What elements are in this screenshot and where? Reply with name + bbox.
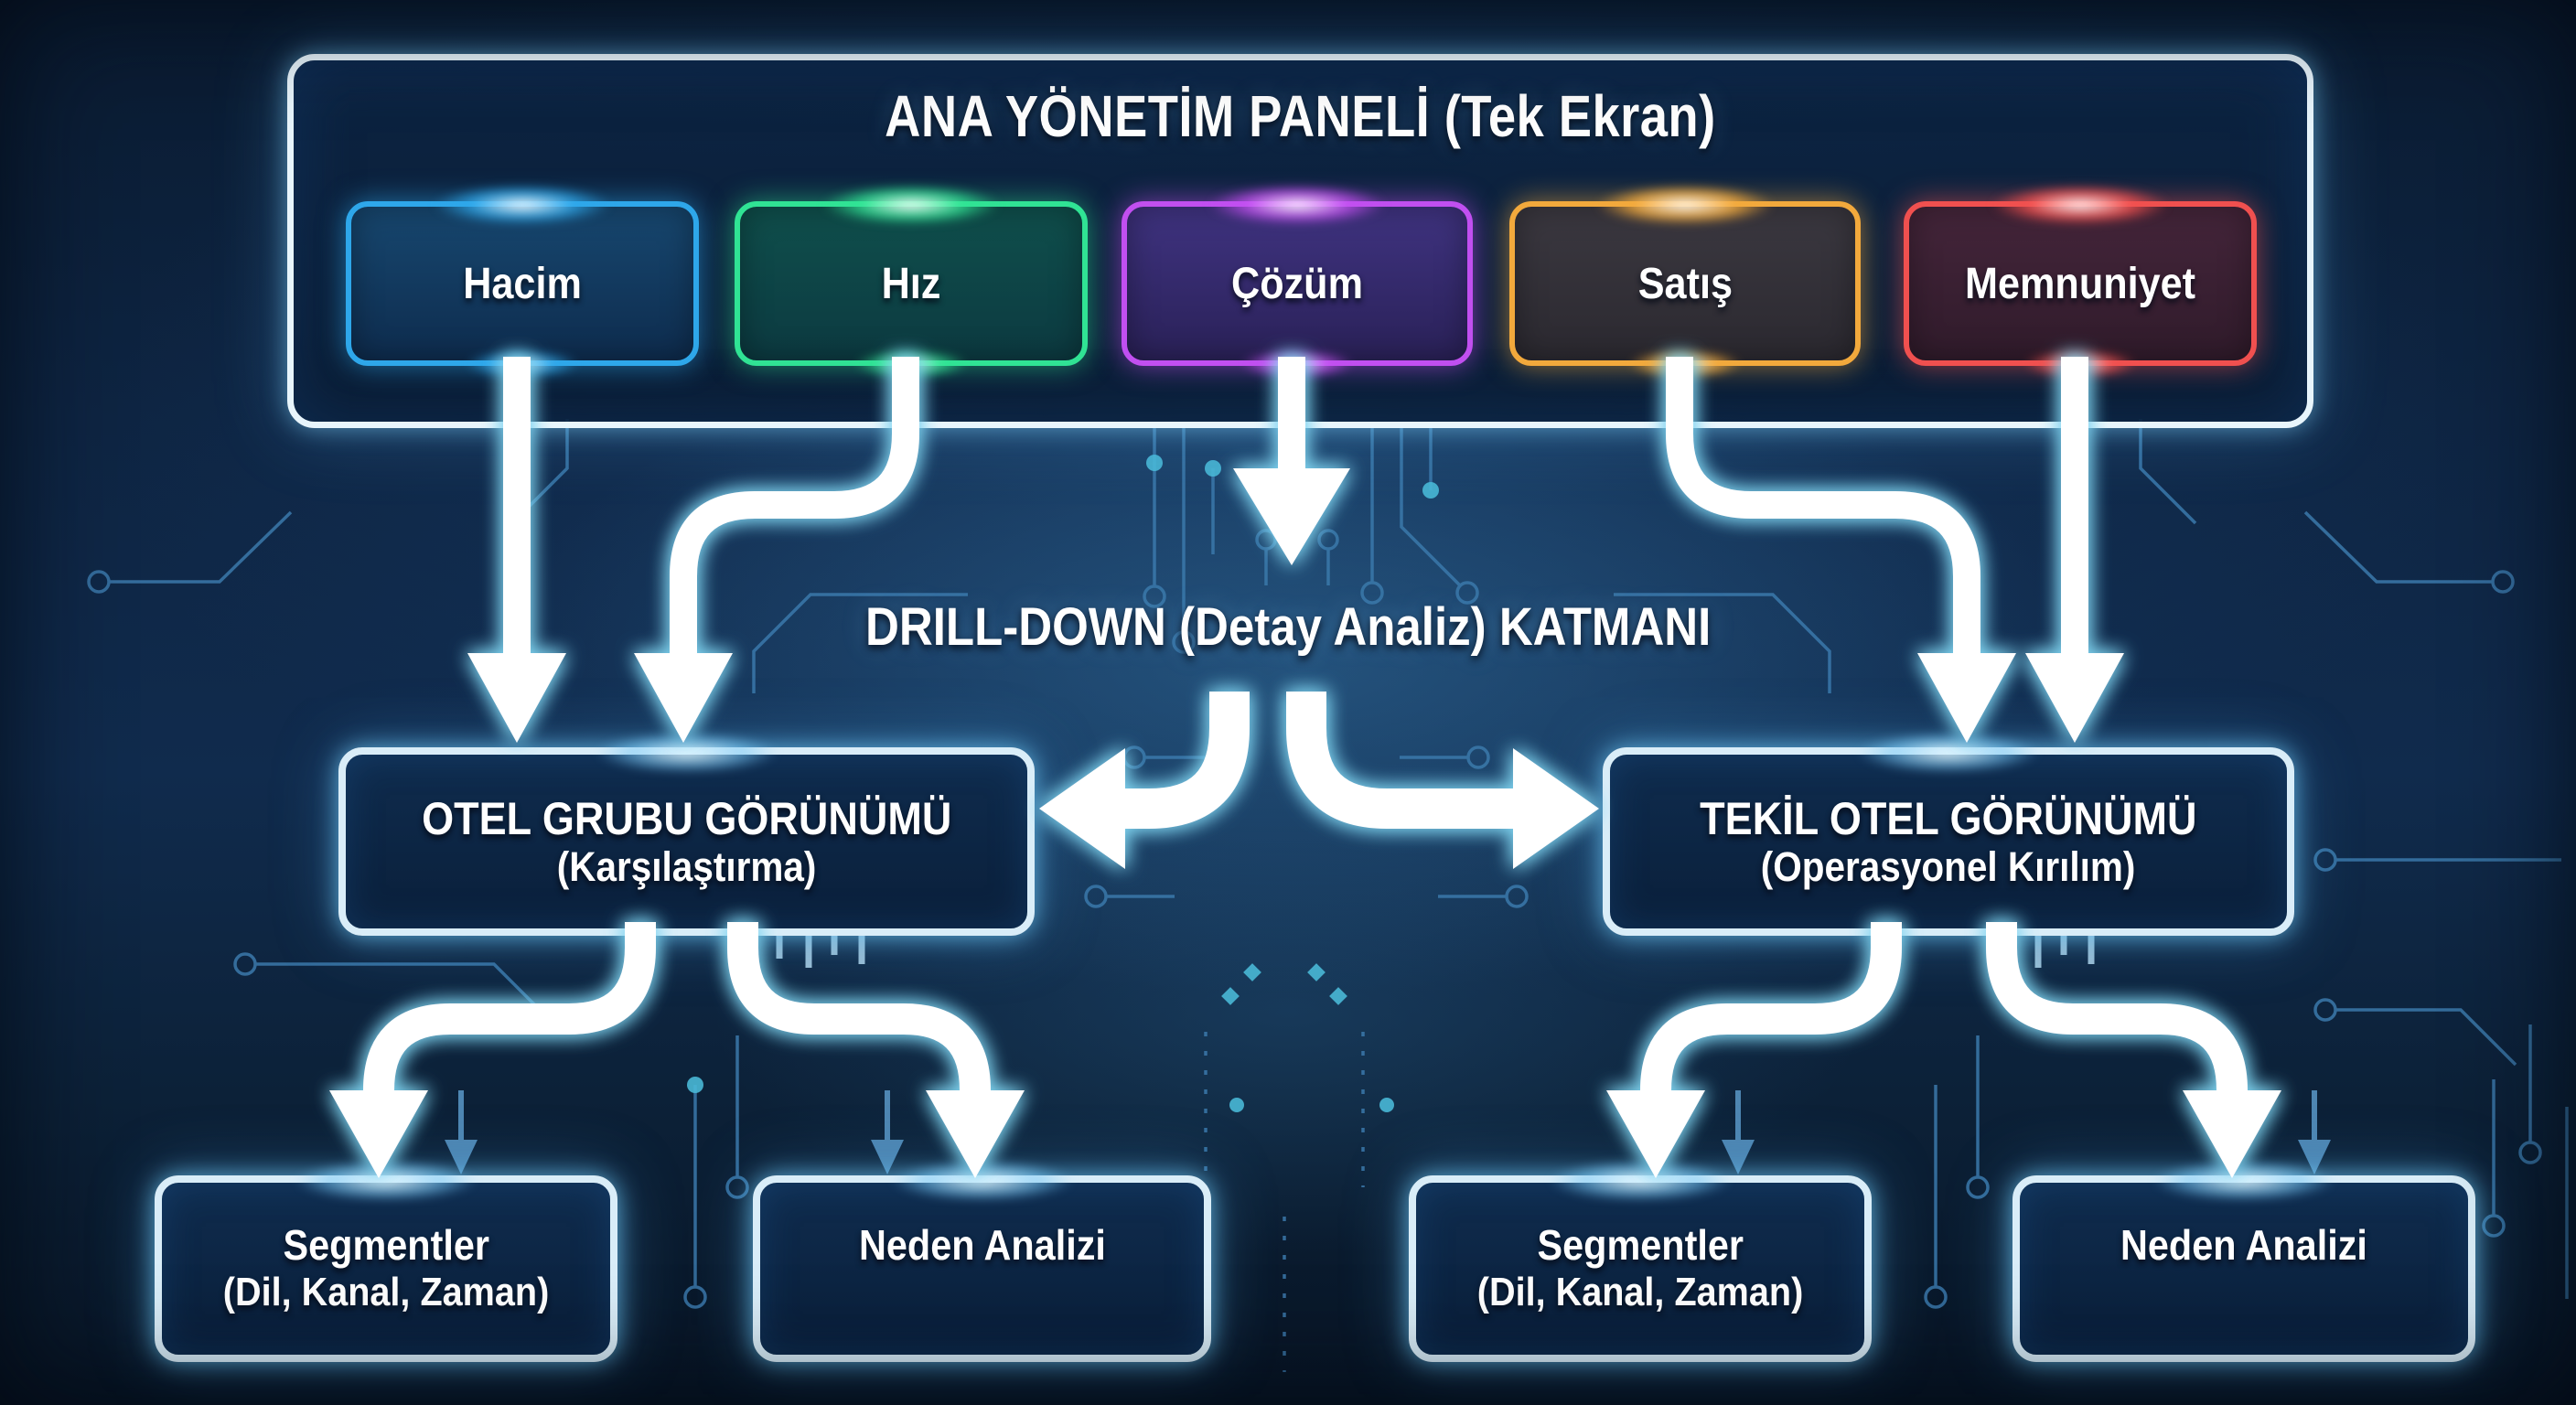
node-title: Neden Analizi xyxy=(858,1221,1106,1270)
leaf-segments-single-node: Segmentler (Dil, Kanal, Zaman) xyxy=(1409,1155,1872,1362)
metric-label: Memnuniyet xyxy=(1964,259,2196,308)
node-subtitle: (Dil, Kanal, Zaman) xyxy=(1476,1270,1804,1315)
metric-label: Çözüm xyxy=(1230,259,1363,308)
arrow-single-to-segments xyxy=(1606,922,1902,1178)
small-circuit-arrow-icons xyxy=(445,1090,2331,1174)
group-view-node: OTEL GRUBU GÖRÜNÜMÜ (Karşılaştırma) xyxy=(338,727,1035,936)
metric-label: Hacim xyxy=(463,259,582,308)
arrow-group-to-reasons xyxy=(727,922,1025,1178)
metric-node-hiz: Hız xyxy=(735,179,1088,382)
node-subtitle: (Dil, Kanal, Zaman) xyxy=(222,1270,550,1315)
leaf-segments-group-node: Segmentler (Dil, Kanal, Zaman) xyxy=(155,1155,617,1362)
glow-flare-icon xyxy=(867,1155,1097,1207)
node-title: Segmentler xyxy=(283,1221,489,1270)
metric-label: Satış xyxy=(1637,259,1733,308)
metric-node-cozum: Çözüm xyxy=(1122,179,1473,382)
node-title: Segmentler xyxy=(1537,1221,1744,1270)
metric-node-hacim: Hacim xyxy=(346,179,699,382)
metric-node-satis: Satış xyxy=(1509,179,1861,382)
glow-flare-icon xyxy=(272,1155,500,1207)
glow-flare-icon xyxy=(2130,1155,2358,1207)
node-title: TEKİL OTEL GÖRÜNÜMÜ xyxy=(1700,792,2197,844)
arrow-group-to-segments xyxy=(329,922,656,1178)
single-view-node: TEKİL OTEL GÖRÜNÜMÜ (Operasyonel Kırılım… xyxy=(1603,727,2294,936)
glow-flare-icon xyxy=(1526,1155,1755,1207)
node-subtitle: (Operasyonel Kırılım) xyxy=(1761,842,2136,890)
arrow-drilldown-to-single-view xyxy=(1286,692,1599,869)
node-title: OTEL GRUBU GÖRÜNÜMÜ xyxy=(421,792,952,844)
drilldown-layer-label: DRILL-DOWN (Detay Analiz) KATMANI xyxy=(864,597,1712,657)
arrow-single-to-reasons xyxy=(1986,922,2281,1178)
metric-label: Hız xyxy=(881,259,941,308)
leaf-reasons-group-node: Neden Analizi xyxy=(753,1155,1211,1362)
glow-flare-icon xyxy=(1834,727,2063,778)
node-title: Neden Analizi xyxy=(2120,1221,2367,1270)
page-title: ANA YÖNETİM PANELİ (Tek Ekran) xyxy=(885,83,1716,149)
node-subtitle: (Karşılaştırma) xyxy=(556,842,817,890)
glow-flare-icon xyxy=(572,727,801,778)
arrow-drilldown-to-group-view xyxy=(1039,692,1250,869)
metric-node-memnuniyet: Memnuniyet xyxy=(1904,179,2257,382)
leaf-reasons-single-node: Neden Analizi xyxy=(2012,1155,2475,1362)
